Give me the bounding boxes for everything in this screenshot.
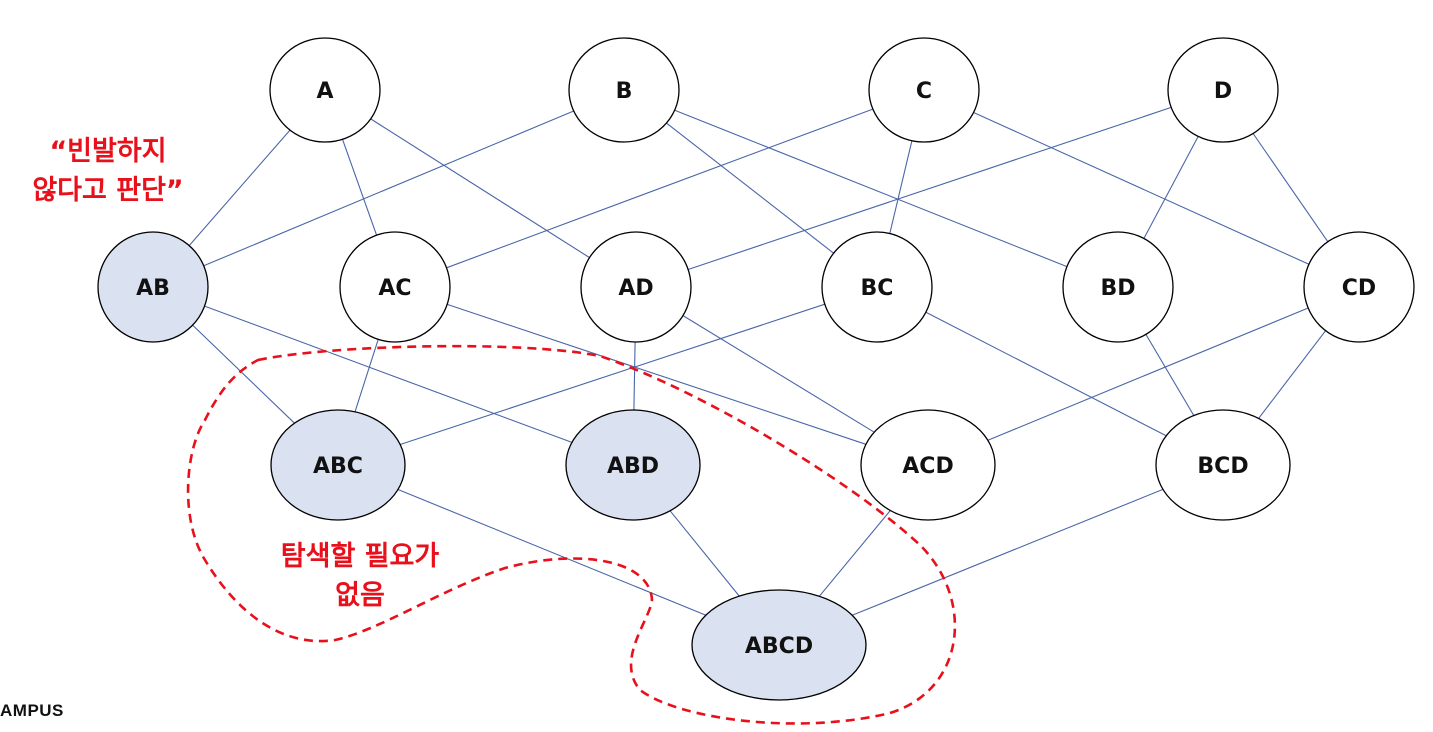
pruned-region-outline xyxy=(186,344,957,725)
node-ab-label: AB xyxy=(136,276,170,301)
node-ac: AC xyxy=(339,231,451,343)
edge-a-ad xyxy=(370,118,590,259)
edge-b-bc xyxy=(666,122,834,254)
edge-c-ac xyxy=(446,108,873,269)
node-ad-label: AD xyxy=(618,276,653,301)
node-abcd-label: ABCD xyxy=(745,634,813,659)
node-bc-label: BC xyxy=(861,276,894,301)
node-abc-shape xyxy=(270,409,406,521)
edge-b-bd xyxy=(674,109,1068,268)
node-bd-label: BD xyxy=(1100,276,1135,301)
node-abcd: ABCD xyxy=(691,589,867,701)
node-bc: BC xyxy=(821,231,933,343)
node-cd: CD xyxy=(1303,231,1415,343)
infrequent-annotation-line1: “빈발하지 xyxy=(49,136,166,167)
node-ab-shape xyxy=(97,231,209,343)
node-abd-shape xyxy=(565,409,701,521)
node-c-label: C xyxy=(916,79,932,104)
edge-cd-acd xyxy=(987,307,1309,441)
node-abc-label: ABC xyxy=(313,454,363,479)
node-ac-shape xyxy=(339,231,451,343)
node-a-label: A xyxy=(316,79,333,104)
node-cd-shape xyxy=(1303,231,1415,343)
edge-bcd-abcd xyxy=(851,488,1164,616)
node-bd: BD xyxy=(1062,231,1174,343)
edge-d-bd xyxy=(1143,136,1199,239)
pruned-annotation-line1: 탐색할 필요가 xyxy=(281,541,440,572)
node-abcd-shape xyxy=(691,589,867,701)
node-d: D xyxy=(1167,37,1279,143)
node-acd-shape xyxy=(860,409,996,521)
node-bcd-shape xyxy=(1155,409,1291,521)
node-acd: ACD xyxy=(860,409,996,521)
edges-layer xyxy=(188,106,1329,616)
node-a: A xyxy=(269,37,381,143)
edge-d-ad xyxy=(687,106,1172,271)
node-bc-shape xyxy=(821,231,933,343)
edge-acd-abcd xyxy=(818,510,891,597)
node-b-label: B xyxy=(616,79,633,104)
node-abc: ABC xyxy=(270,409,406,521)
edge-ac-abc xyxy=(354,339,379,412)
node-bcd: BCD xyxy=(1155,409,1291,521)
edge-abc-abcd xyxy=(397,488,707,616)
node-acd-label: ACD xyxy=(902,454,953,479)
edge-bd-bcd xyxy=(1145,334,1195,416)
edge-ab-abc xyxy=(192,324,295,424)
edge-bc-abc xyxy=(400,303,825,446)
edge-bc-bcd xyxy=(925,311,1167,437)
edge-c-cd xyxy=(973,111,1310,265)
node-b: B xyxy=(568,37,680,143)
edge-a-ab xyxy=(188,129,291,246)
edge-abd-abcd xyxy=(669,510,740,597)
edge-d-cd xyxy=(1252,133,1329,243)
node-d-shape xyxy=(1167,37,1279,143)
node-d-label: D xyxy=(1214,79,1232,104)
node-ac-label: AC xyxy=(378,276,411,301)
edge-ad-abd xyxy=(633,341,636,411)
node-a-shape xyxy=(269,37,381,143)
edge-ac-acd xyxy=(447,303,867,445)
node-ab: AB xyxy=(97,231,209,343)
node-c: C xyxy=(868,37,980,143)
node-bcd-label: BCD xyxy=(1197,454,1248,479)
edge-cd-bcd xyxy=(1258,330,1327,419)
edge-c-bc xyxy=(889,140,913,234)
node-abd: ABD xyxy=(565,409,701,521)
pruned-annotation-line2: 없음 xyxy=(335,580,385,611)
infrequent-annotation-line2: 않다고 판단” xyxy=(32,175,183,206)
node-ad-shape xyxy=(580,231,692,343)
node-cd-label: CD xyxy=(1342,276,1376,301)
node-c-shape xyxy=(868,37,980,143)
edge-a-ac xyxy=(341,139,378,236)
edge-b-ab xyxy=(203,110,574,267)
node-b-shape xyxy=(568,37,680,143)
node-abd-label: ABD xyxy=(607,454,659,479)
footer-logo-text: AMPUS xyxy=(0,701,64,720)
edge-ad-acd xyxy=(682,315,875,433)
node-bd-shape xyxy=(1062,231,1174,343)
node-ad: AD xyxy=(580,231,692,343)
edge-ab-abd xyxy=(204,305,573,443)
